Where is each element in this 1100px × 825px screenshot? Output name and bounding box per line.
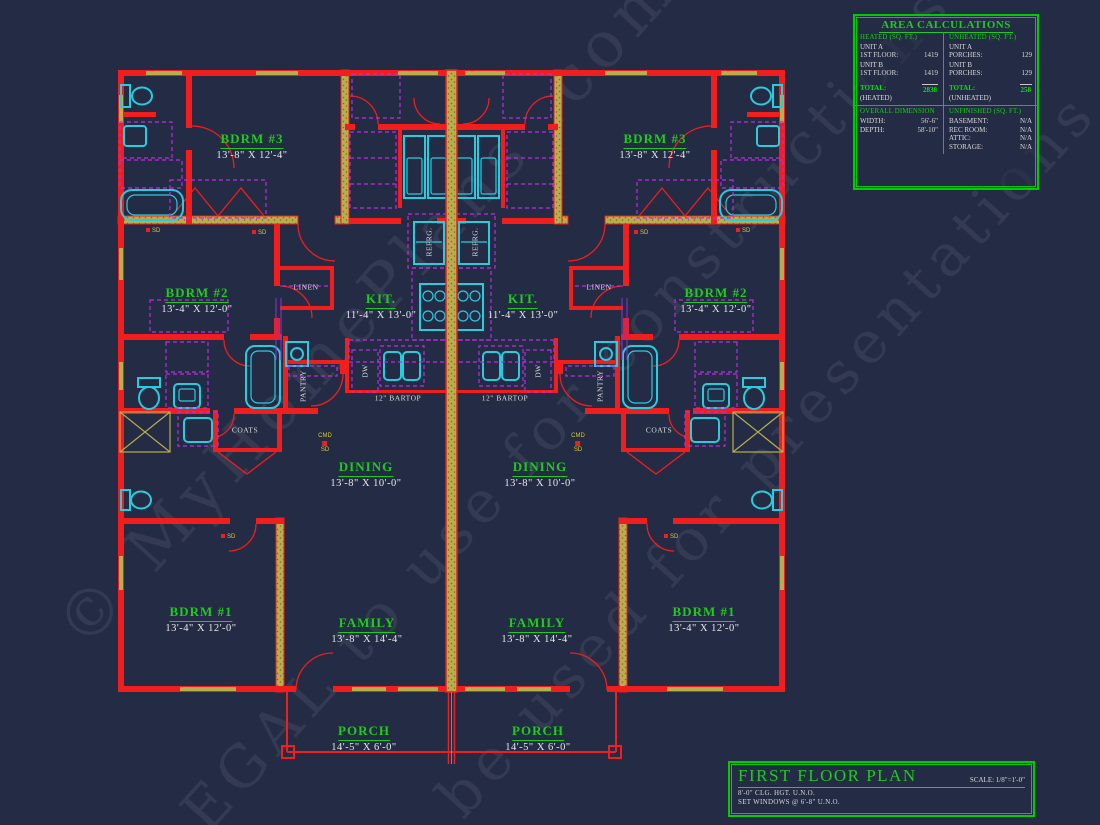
drawing-scale: SCALE: 1/8"=1'-0" <box>969 776 1025 784</box>
linen-label-b: LINEN <box>586 282 612 292</box>
unit-a-plan <box>117 69 453 759</box>
room-label-family-a: FAMILY 13'-8" X 14'-4" <box>331 615 403 645</box>
sd-marker: SD <box>634 230 648 236</box>
room-label-bdrm2-a: BDRM #2 13'-4" X 12'-0" <box>161 285 233 315</box>
refrigerator-label-b: REFRG. <box>470 227 480 257</box>
coats-label-a: COATS <box>231 425 259 435</box>
area-calculations-table: AREA CALCULATIONS HEATED (SQ. FT.) UNIT … <box>853 14 1039 190</box>
pantry-label-b: PANTRY <box>595 370 605 402</box>
unit-b-plan <box>450 69 786 759</box>
room-label-bdrm2-b: BDRM #2 13'-4" X 12'-0" <box>680 285 752 315</box>
coats-label-b: COATS <box>645 425 673 435</box>
sd-marker: SD <box>221 534 235 540</box>
room-label-kitchen-b: KIT. 11'-4" X 13'-0" <box>487 291 559 321</box>
room-label-bdrm1-b: BDRM #1 13'-4" X 12'-0" <box>668 604 740 634</box>
room-label-porch-a: PORCH 14'-5" X 6'-0" <box>331 723 397 753</box>
title-block: FIRST FLOOR PLAN SCALE: 1/8"=1'-0" 8'-0"… <box>728 761 1035 817</box>
window-note: SET WINDOWS @ 6'-8" U.N.O. <box>738 798 840 806</box>
pantry-label-a: PANTRY <box>298 370 308 402</box>
unheated-section: UNHEATED (SQ. FT.) UNIT A PORCHES:129 UN… <box>943 32 1037 105</box>
room-label-bdrm3-a: BDRM #3 13'-8" X 12'-4" <box>216 131 288 161</box>
sd-marker: SD <box>736 228 750 234</box>
room-label-bdrm3-b: BDRM #3 13'-8" X 12'-4" <box>619 131 691 161</box>
sd-marker: SD <box>252 230 266 236</box>
area-calculations-title: AREA CALCULATIONS <box>879 19 1013 33</box>
unfinished-section: UNFINISHED (SQ. FT.) BASEMENT:N/A REC RO… <box>943 105 1037 154</box>
room-label-porch-b: PORCH 14'-5" X 6'-0" <box>505 723 571 753</box>
sd-marker: SD <box>664 534 678 540</box>
drawing-title: FIRST FLOOR PLAN <box>738 766 917 785</box>
room-label-dining-a: DINING 13'-8" X 10'-0" <box>330 459 402 489</box>
room-label-family-b: FAMILY 13'-8" X 14'-4" <box>501 615 573 645</box>
overall-dimension-section: OVERALL DIMENSION WIDTH:56'-6" DEPTH:58'… <box>855 105 943 154</box>
ceiling-note: 8'-0" CLG. HGT. U.N.O. <box>738 789 816 797</box>
refrigerator-label-a: REFRG. <box>424 227 434 257</box>
dishwasher-label-a: DW <box>360 364 370 378</box>
sd-marker: SD <box>146 228 160 234</box>
bartop-label-b: 12" BARTOP <box>481 393 529 403</box>
room-label-bdrm1-a: BDRM #1 13'-4" X 12'-0" <box>165 604 237 634</box>
room-label-dining-b: DINING 13'-8" X 10'-0" <box>504 459 576 489</box>
linen-label-a: LINEN <box>293 282 319 292</box>
bartop-label-a: 12" BARTOP <box>374 393 422 403</box>
dishwasher-label-b: DW <box>533 364 543 378</box>
heated-section: HEATED (SQ. FT.) UNIT A 1ST FLOOR:1419 U… <box>860 34 938 102</box>
party-wall <box>445 69 458 764</box>
room-label-kitchen-a: KIT. 11'-4" X 13'-0" <box>345 291 417 321</box>
